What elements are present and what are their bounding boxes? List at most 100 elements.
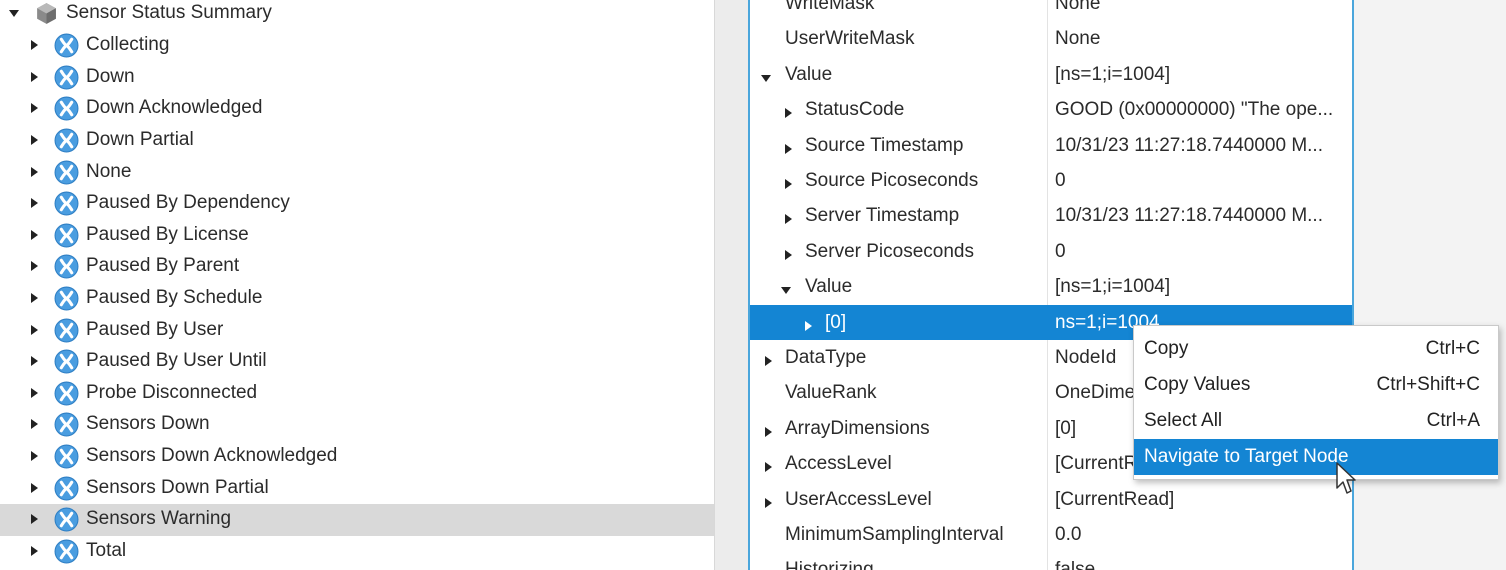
chevron-down-icon[interactable]	[760, 68, 772, 82]
chevron-right-icon[interactable]	[762, 422, 774, 437]
property-name: ArrayDimensions	[785, 417, 930, 439]
chevron-right-icon[interactable]	[762, 457, 774, 473]
property-value: None	[1055, 28, 1101, 50]
property-value: [CurrentRead]	[1055, 488, 1175, 510]
property-name: Source Timestamp	[805, 134, 964, 156]
chevron-right-icon[interactable]	[28, 134, 40, 146]
chevron-right-icon[interactable]	[28, 292, 40, 304]
tree-item[interactable]: Sensors Down	[0, 409, 714, 441]
tree-item-label: Collecting	[86, 34, 170, 56]
chevron-right-icon[interactable]	[28, 39, 40, 51]
chevron-down-icon[interactable]	[8, 7, 20, 19]
chevron-right-icon[interactable]	[762, 351, 774, 366]
menu-item-label: Select All	[1144, 410, 1223, 431]
property-row[interactable]: Value[ns=1;i=1004]	[750, 57, 1352, 92]
tree-item[interactable]: Paused By User Until	[0, 346, 714, 378]
property-row[interactable]: Value[ns=1;i=1004]	[750, 269, 1352, 304]
chevron-right-icon[interactable]	[782, 103, 794, 119]
property-row[interactable]: Source Timestamp 10/31/23 11:27:18.744000…	[750, 128, 1352, 163]
tree-item[interactable]: None	[0, 157, 714, 189]
tree-item[interactable]: Paused By Parent	[0, 251, 714, 283]
chevron-right-icon[interactable]	[28, 545, 40, 557]
tree-item-label: Down	[86, 65, 135, 87]
menu-item-shortcut: Ctrl+Shift+C	[1376, 374, 1480, 395]
tree-item[interactable]: Total	[0, 536, 714, 568]
tree-item[interactable]: Paused By Schedule	[0, 283, 714, 315]
property-name: DataType	[785, 347, 867, 368]
property-value: None	[1055, 0, 1101, 14]
property-name: [0]	[825, 311, 847, 333]
property-name: Server Timestamp	[805, 205, 960, 227]
property-name: ValueRank	[785, 382, 877, 404]
chevron-right-icon[interactable]	[28, 197, 40, 209]
property-name: UserWriteMask	[785, 28, 915, 50]
tree-item[interactable]: Down	[0, 62, 714, 94]
tree-item-label: Paused By Schedule	[86, 286, 263, 308]
chevron-right-icon[interactable]	[28, 324, 40, 336]
tree-root-sensor-status-summary[interactable]: Sensor Status Summary	[0, 0, 714, 30]
object-node-icon	[54, 444, 79, 469]
property-row[interactable]: UserAccessLevel[CurrentRead]	[750, 482, 1352, 517]
pane-splitter[interactable]	[714, 0, 748, 570]
object-node-icon	[54, 318, 79, 343]
chevron-right-icon[interactable]	[28, 482, 40, 494]
tree-item[interactable]: Paused By License	[0, 220, 714, 252]
property-value: 10/31/23 11:27:18.7440000 M...	[1055, 134, 1323, 156]
chevron-right-icon[interactable]	[782, 209, 794, 225]
tree-item[interactable]: Down Acknowledged	[0, 93, 714, 125]
tree-item[interactable]: Probe Disconnected	[0, 378, 714, 410]
object-node-icon	[54, 191, 79, 216]
chevron-right-icon[interactable]	[782, 245, 794, 260]
menu-item-select-all[interactable]: Select All Ctrl+A	[1134, 403, 1498, 439]
chevron-right-icon[interactable]	[782, 174, 794, 189]
chevron-right-icon[interactable]	[28, 355, 40, 367]
tree-item[interactable]: Paused By User	[0, 315, 714, 347]
property-row[interactable]: ArrayDimensions[0]	[750, 411, 1352, 446]
chevron-down-icon[interactable]	[780, 280, 792, 295]
menu-item-copy[interactable]: Copy Ctrl+C	[1134, 331, 1498, 367]
tree-item[interactable]: Paused By Dependency	[0, 188, 714, 220]
chevron-right-icon[interactable]	[28, 102, 40, 114]
tree-item-label: Probe Disconnected	[86, 381, 258, 403]
chevron-right-icon[interactable]	[28, 229, 40, 241]
tree-item[interactable]: Collecting	[0, 30, 714, 62]
menu-item-copy-values[interactable]: Copy Values Ctrl+Shift+C	[1134, 367, 1498, 403]
property-row[interactable]: UserWriteMask None	[750, 21, 1352, 56]
property-value: 0	[1055, 170, 1066, 191]
property-name: Historizing	[785, 559, 874, 570]
chevron-right-icon[interactable]	[28, 71, 40, 83]
chevron-right-icon[interactable]	[28, 387, 40, 399]
chevron-right-icon[interactable]	[28, 513, 40, 525]
tree-item[interactable]: Sensors Down Partial	[0, 473, 714, 505]
tree-item-label: Down Partial	[86, 128, 194, 150]
tree-item[interactable]: Sensors Warning	[0, 504, 714, 536]
chevron-right-icon[interactable]	[28, 166, 40, 178]
chevron-right-icon[interactable]	[28, 260, 40, 272]
menu-item-navigate-to-target-node[interactable]: Navigate to Target Node	[1134, 439, 1498, 475]
chevron-right-icon[interactable]	[28, 450, 40, 462]
chevron-right-icon[interactable]	[28, 418, 40, 430]
tree-item[interactable]: Sensors Down Acknowledged	[0, 441, 714, 473]
object-node-icon	[54, 254, 79, 279]
chevron-right-icon[interactable]	[762, 493, 774, 508]
right-panel-background	[1354, 0, 1506, 570]
tree-item[interactable]: Down Partial	[0, 125, 714, 157]
property-value: GOOD (0x00000000) "The ope...	[1055, 99, 1334, 121]
chevron-right-icon[interactable]	[802, 316, 814, 331]
chevron-right-icon[interactable]	[782, 139, 794, 154]
grid-column-divider[interactable]	[1047, 0, 1048, 570]
tree-item-label: Sensor Status Summary	[66, 2, 272, 23]
property-row[interactable]: AccessLevel[CurrentRead]	[750, 446, 1352, 481]
mouse-pointer-icon	[1335, 462, 1357, 496]
property-name: Server Picoseconds	[805, 240, 974, 262]
